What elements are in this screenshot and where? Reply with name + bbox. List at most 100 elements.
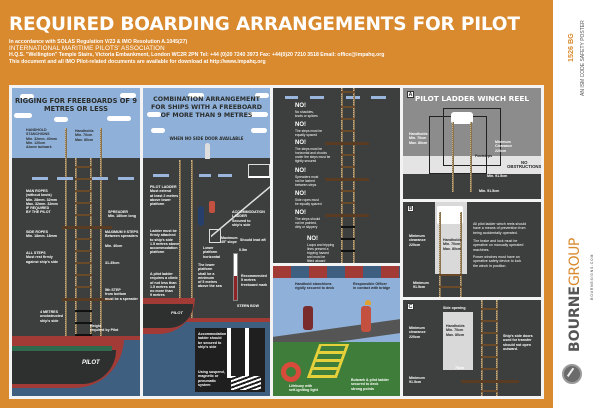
officer-helmet [365, 300, 371, 305]
panel-deck-boarding: Handhold stanchions rigidly secured to d… [273, 266, 400, 396]
label-pilot-ladder-requirement: A pilot ladder requires a climb of not l… [150, 272, 178, 298]
label-four-metres: 4 METRES unobstructed ship's side [40, 310, 63, 323]
cloud [14, 113, 32, 118]
pilot-boat-body [12, 350, 116, 384]
label-inset-1: Accommodation ladder should be secured t… [198, 332, 227, 349]
rung [481, 368, 498, 370]
rung [341, 154, 355, 156]
rung [481, 320, 498, 322]
winch-frame-back [443, 108, 501, 166]
ladder-rail-right [191, 160, 193, 396]
label-all-steps: ALL STEPS Must rest firmly against ship'… [26, 251, 59, 264]
waterline-dash [118, 177, 134, 180]
rung [439, 274, 462, 276]
regulation-line: In accordance with SOLAS Regulation V/23… [9, 39, 188, 45]
sidebar [553, 0, 612, 408]
rung [75, 334, 92, 336]
rung [341, 166, 355, 168]
label-handholds: Handholds Min. 70cm Max. 80cm [446, 324, 465, 337]
no-rule-5: NO!Side ropes must be equally spaced [295, 191, 322, 206]
cloud [188, 93, 204, 98]
stanchion [205, 143, 210, 159]
ladder-rail [481, 300, 483, 396]
inset-illustration: Accommodation ladder should be secured t… [195, 328, 265, 392]
label-handholds: Handholds Min. 70cm Max. 80cm [443, 238, 462, 251]
rung [481, 332, 498, 334]
rung [75, 238, 92, 240]
label-step-spacing: 31-35cm [105, 261, 120, 265]
rung [439, 286, 462, 288]
label-clearance: Minimum clearance 220cm [409, 326, 426, 339]
pilot-figure [198, 206, 204, 226]
rung [75, 214, 92, 216]
rung [341, 118, 355, 120]
pilot-boat-name: PILOT [82, 360, 100, 366]
label-no-obstructions: NO OBSTRUCTIONS [507, 160, 541, 170]
inset-rail [227, 328, 231, 378]
ladder-rail [470, 122, 472, 192]
rung [341, 106, 355, 108]
freeboard-gauge [233, 253, 238, 301]
label-min-915: Minimum 91.5cm [413, 281, 429, 290]
waterline-dash [310, 96, 324, 99]
label-lower-platform-height: The lower platform shall be a minimum of… [198, 263, 222, 289]
crew-figure-left [303, 306, 313, 330]
label-pilot-ladder: PILOT LADDER Must extend at least 2 metr… [150, 185, 179, 207]
ladder-rail-left [179, 160, 181, 396]
ladder-rail-right [353, 88, 355, 263]
cloud [251, 128, 267, 133]
ladder-rail-right [90, 158, 92, 338]
panel-title: PILOT LADDER WINCH REEL [414, 94, 530, 103]
poster-tagline: AN ISM CODE SAFETY POSTER [580, 20, 586, 96]
ship-side [403, 174, 541, 199]
panel-title: COMBINATION ARRANGEMENT FOR SHIPS WITH A… [151, 96, 262, 120]
hull-line [143, 318, 270, 322]
panel-freeboard-9m-or-less: RIGGING FOR FREEBOARDS OF 9 METRES OR LE… [12, 88, 140, 396]
reel-drum [437, 206, 463, 224]
cloud [147, 112, 161, 117]
rung [341, 226, 355, 228]
inset-steps [231, 376, 261, 390]
panel-no-rules: NO!No shackles, knots or splices NO!The … [273, 88, 400, 263]
waterline-dash [92, 177, 108, 180]
officer-figure [361, 306, 371, 332]
label-inset-2: Using suspend, magnetic or pneumatic sys… [198, 370, 225, 387]
label-gauge: 0.5m [239, 248, 248, 252]
rung [341, 91, 355, 93]
cloud [151, 128, 165, 133]
crew-figure [209, 201, 215, 213]
waterline-dash [32, 177, 48, 180]
spreader [62, 226, 112, 229]
waterline-dash [218, 174, 232, 177]
poster-title: REQUIRED BOARDING ARRANGEMENTS FOR PILOT [9, 14, 520, 35]
label-responsible-officer: Responsible Officer in contact with brid… [353, 282, 391, 291]
stanchion-left [65, 128, 67, 348]
label-min-915: Min. 91.5cm [479, 189, 500, 193]
rung [75, 202, 92, 204]
label-stern-bow: STERN BOW [237, 304, 259, 308]
panel-title: RIGGING FOR FREEBOARDS OF 9 METRES OR LE… [15, 97, 137, 114]
no-rule-6: NO!The steps should not be painted, dirt… [295, 210, 321, 229]
no-rule-2: NO!The steps must be equally spaced [295, 122, 323, 137]
label-spreader: SPREADER Min. 180cm long [108, 210, 136, 219]
waterline-dash [371, 96, 386, 99]
note-3: Power winches must have an operative saf… [473, 255, 522, 268]
pilot-boat-deck [12, 346, 112, 351]
rung [75, 190, 92, 192]
lower-platform [209, 229, 221, 243]
address-line: H.Q.S. "Wellington" Temple Stairs, Victo… [9, 52, 385, 59]
rung [75, 274, 92, 276]
rung [75, 262, 92, 264]
label-fifth-step: 5th STEP from bottom must be a spreader [105, 288, 138, 301]
label-side-doors: Ship's side doors used for transfer shou… [503, 334, 533, 351]
no-rule-7: NO!Loops and tripping lines present a tr… [307, 236, 335, 263]
label-recommended: Recommended 5 metres freeboard mark [241, 274, 268, 287]
label-lifebuoy: Lifebuoy with self-igniting light [289, 384, 318, 393]
no-rule-1: NO!No shackles, knots or splices [295, 103, 318, 118]
brand-group: GROUP [567, 238, 583, 286]
bourne-logo-icon [562, 364, 582, 384]
rung [75, 250, 92, 252]
no-rule-4: NO!Spreaders must not be lashed between … [295, 168, 319, 187]
label-footsteps: Footsteps [475, 154, 493, 158]
spreader [325, 142, 369, 145]
